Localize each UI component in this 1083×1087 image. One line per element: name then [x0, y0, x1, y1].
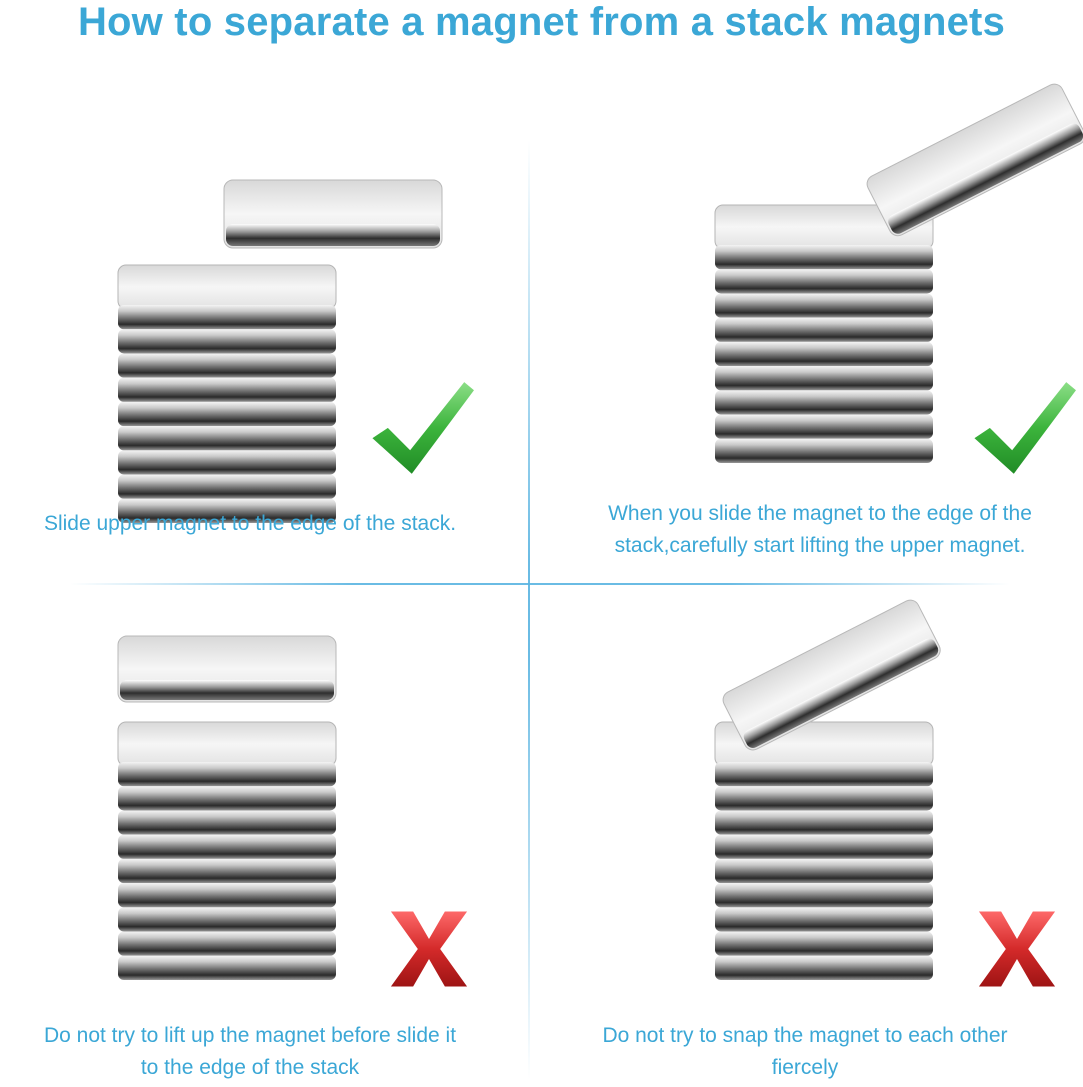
magnet-stack-illustration — [117, 635, 337, 980]
stack-layer — [118, 810, 336, 835]
lifted-magnet — [866, 83, 1083, 237]
stack-layer — [118, 450, 336, 475]
cross-icon — [973, 908, 1061, 990]
stack-layer — [118, 907, 336, 932]
magnet-stack-illustration — [714, 83, 1083, 463]
stack-top-face — [117, 721, 337, 767]
stack-layer — [118, 498, 336, 523]
vertical-divider — [528, 140, 530, 1080]
caption-line: Do not try to lift up the magnet before … — [43, 1024, 457, 1047]
stack-layer — [715, 245, 933, 270]
magnet-stack — [714, 721, 934, 980]
stack-layer — [118, 858, 336, 884]
panel-slide-to-edge: Slide upper magnet to the edge of the st… — [0, 60, 528, 580]
stack-layer — [715, 366, 933, 391]
panel-do-not-lift: Do not try to lift up the magnet before … — [0, 586, 528, 1087]
stack-layer — [715, 390, 933, 415]
stack-layer — [715, 883, 933, 908]
check-icon — [368, 377, 478, 479]
stack-layer — [118, 762, 336, 787]
magnet-stack — [117, 264, 337, 523]
magnet-stack-illustration — [714, 599, 941, 980]
separated-magnet — [117, 635, 337, 703]
stack-layer — [118, 426, 336, 451]
angled-magnet — [722, 599, 941, 751]
check-icon — [970, 377, 1080, 479]
stack-layer — [715, 762, 933, 787]
cross-icon — [385, 908, 473, 990]
page-title: How to separate a magnet from a stack ma… — [77, 0, 1006, 44]
stack-layer — [715, 907, 933, 932]
stack-layer — [715, 858, 933, 884]
stack-layer — [118, 955, 336, 980]
panel-lift-at-edge: When you slide the magnet to the edge of… — [530, 60, 1083, 580]
magnet-stack — [714, 204, 934, 463]
stack-layer — [118, 329, 336, 354]
stack-layer — [715, 317, 933, 342]
caption-line: fiercely — [771, 1056, 839, 1079]
stack-layer — [118, 401, 336, 427]
stack-layer — [118, 474, 336, 499]
stack-layer — [715, 341, 933, 367]
stack-layer — [118, 377, 336, 402]
stack-layer — [715, 931, 933, 956]
stack-layer — [118, 931, 336, 956]
magnet-stack-illustration — [117, 179, 443, 523]
stack-layer — [118, 786, 336, 811]
magnet-stack — [117, 721, 337, 980]
stack-layer — [118, 353, 336, 378]
caption-line: Slide upper magnet to the edge of the st… — [43, 512, 457, 535]
stack-layer — [118, 834, 336, 859]
stack-layer — [715, 834, 933, 859]
stack-top-face — [117, 264, 337, 310]
stack-layer — [715, 786, 933, 811]
panel-do-not-snap: Do not try to snap the magnet to each ot… — [530, 586, 1083, 1087]
top-magnet — [223, 179, 443, 249]
caption-line: Do not try to snap the magnet to each ot… — [602, 1024, 1008, 1047]
caption-line: When you slide the magnet to the edge of… — [608, 502, 1032, 525]
stack-layer — [715, 414, 933, 439]
stack-layer — [715, 293, 933, 318]
stack-layer — [118, 305, 336, 330]
stack-layer — [715, 438, 933, 463]
stack-layer — [118, 883, 336, 908]
stack-layer — [715, 810, 933, 835]
stack-layer — [715, 269, 933, 294]
caption-line: stack,carefully start lifting the upper … — [614, 534, 1026, 557]
stack-layer — [715, 955, 933, 980]
horizontal-divider — [70, 583, 1010, 585]
caption-line: to the edge of the stack — [140, 1056, 360, 1079]
